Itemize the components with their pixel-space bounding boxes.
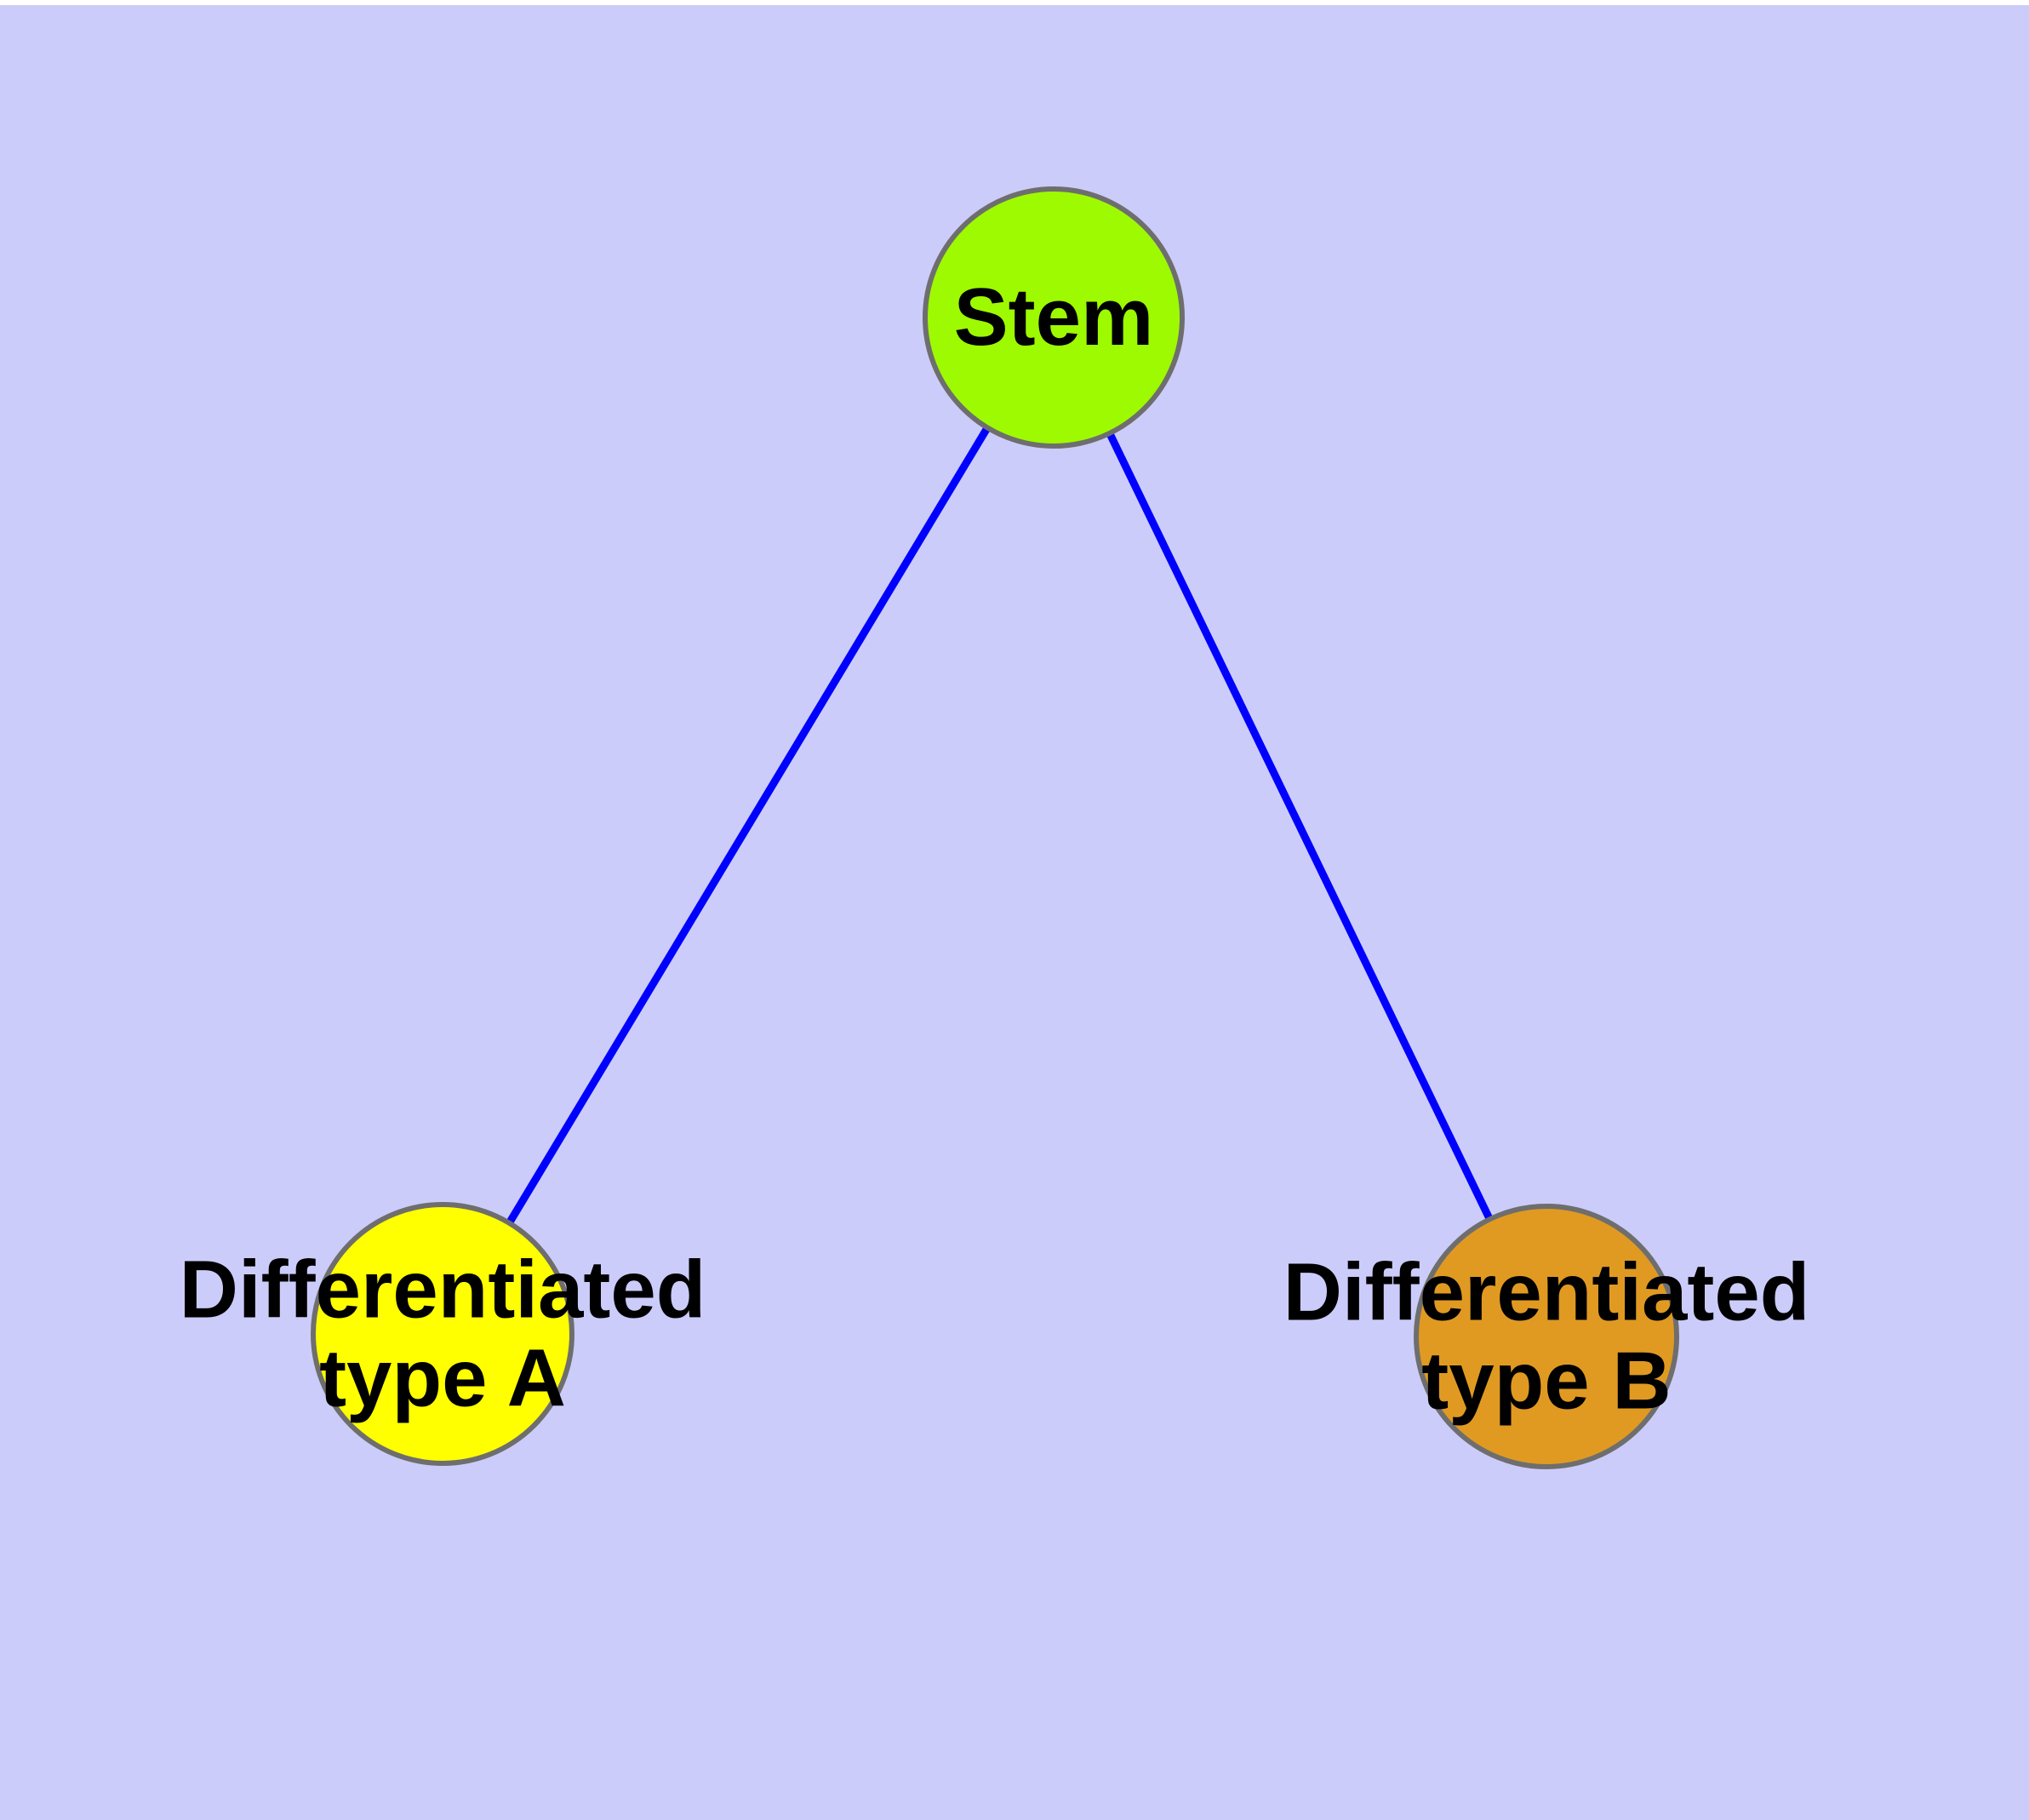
node-stem[interactable] [923,186,1185,449]
edge-stem-to-differentiated-type-a[interactable] [439,315,1057,1336]
edge-stem-to-differentiated-type-b[interactable] [1049,316,1551,1338]
node-differentiated-type-a[interactable] [311,1202,574,1466]
node-differentiated-type-b[interactable] [1414,1204,1679,1469]
nodes-layer [311,186,1679,1469]
edges-layer [439,315,1551,1338]
